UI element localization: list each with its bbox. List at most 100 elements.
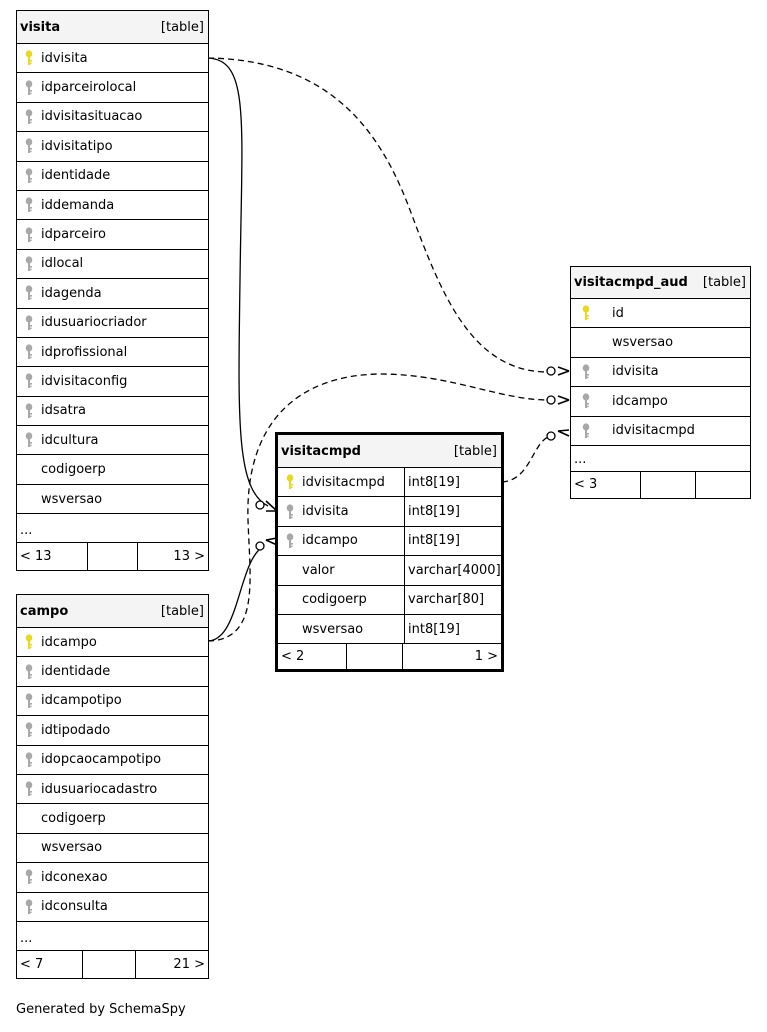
column-name: codigoerp [302,592,367,608]
column-row[interactable]: identidade [17,162,208,191]
column-row[interactable]: identidade [17,657,208,687]
column-row[interactable]: idconexao [17,863,208,893]
column-row[interactable]: wsversao [571,328,750,358]
foreign-key-icon [17,315,41,331]
column-name: idvisitatipo [41,138,113,154]
column-name: identidade [41,664,111,680]
column-row[interactable]: id [571,299,750,329]
column-name: idvisitaconfig [41,373,128,389]
foreign-key-icon [17,109,41,125]
column-row[interactable]: idvisitasituacao [17,103,208,133]
foreign-key-icon [17,226,41,243]
column-name: idsatra [41,403,87,419]
column-row[interactable]: idtipodado [17,716,208,746]
column-name: idvisitacmpd [302,474,385,490]
column-row[interactable]: idcampo [571,387,750,417]
table-header[interactable]: visitacmpd_aud [table] [571,267,750,299]
column-row[interactable]: idparceirolocal [17,73,208,103]
table-name: visita [20,19,61,35]
column-row[interactable]: idvisitatipo [17,132,208,162]
column-row[interactable]: idprofissional [17,338,208,368]
footer-middle [641,471,696,498]
column-name: idcampotipo [41,693,122,709]
parents-count[interactable]: < 7 [17,950,83,978]
foreign-key-icon [17,752,41,768]
column-name: idparceiro [41,227,106,243]
table-header[interactable]: visitacmpd [table] [278,435,501,468]
parents-count[interactable]: < 13 [17,543,88,571]
generated-by-label: Generated by SchemaSpy [16,1002,186,1017]
column-row[interactable]: codigoerp [17,804,208,834]
column-row[interactable]: idvisitacmpd [571,417,750,446]
table-header[interactable]: campo [table] [17,595,208,628]
children-count[interactable]: 21 > [173,956,205,972]
column-row[interactable]: idparceiro [17,220,208,250]
table-campo[interactable]: campo [table] idcampo identidade idcampoti… [16,594,209,979]
column-row[interactable]: idusuariocriador [17,309,208,338]
table-footer: < 7 21 > [17,950,208,978]
column-name: idcampo [302,533,358,549]
column-name: idprofissional [41,344,128,360]
column-row[interactable]: idusuariocadastro [17,775,208,805]
column-row[interactable]: idopcaocampotipo [17,746,208,775]
column-name: idvisitacmpd [612,423,695,439]
column-row[interactable]: idcultura [17,426,208,456]
edge-end-crowfoot [557,366,570,376]
column-row[interactable]: wsversao [17,834,208,864]
parents-count[interactable]: < 2 [278,644,347,670]
table-footer: < 3 [571,471,750,498]
children-count[interactable]: 1 > [474,649,498,665]
column-name: idopcaocampotipo [41,752,162,768]
table-name: visitacmpd_aud [574,275,688,290]
column-row[interactable]: iddemanda [17,191,208,221]
column-row[interactable]: idvisita [17,44,208,74]
column-row[interactable]: idagenda [17,279,208,309]
column-name: idusuariocadastro [41,781,158,797]
column-name: wsversao [41,840,103,856]
table-header[interactable]: visita [table] [17,11,208,44]
children-count[interactable] [696,472,750,498]
column-row[interactable]: idvisitaconfig [17,367,208,397]
column-row[interactable]: idvisita [571,358,750,388]
column-row[interactable]: codigoerp [17,455,208,485]
foreign-key-icon [17,663,41,680]
parents-count[interactable]: < 3 [571,471,641,498]
foreign-key-icon [278,503,302,520]
edge-visita-visitacmpd [207,57,269,507]
footer-middle [88,543,138,571]
column-row[interactable]: idconsulta [17,893,208,922]
column-row[interactable]: idsatra [17,397,208,427]
column-row[interactable]: idlocal [17,250,208,280]
foreign-key-icon [17,722,41,738]
table-footer: < 2 1 > [278,644,501,670]
column-name: idvisita [302,504,349,520]
edge-end-circle [255,500,265,510]
column-row[interactable]: idcampo [17,628,208,658]
primary-key-icon [571,305,601,321]
children-count[interactable]: 13 > [173,549,205,565]
column-type: int8[19] [404,614,501,644]
edge-end-circle [546,366,556,376]
primary-key-icon [17,50,41,66]
foreign-key-icon [17,869,41,885]
column-type: varchar[4000] [404,556,501,585]
foreign-key-icon [17,693,41,709]
column-name: idcultura [41,432,99,448]
foreign-key-icon [17,899,41,915]
column-name: wsversao [41,491,103,507]
column-row[interactable]: wsversao [17,485,208,515]
column-row[interactable]: idcampotipo [17,687,208,717]
edge-end-crowfoot [557,395,570,405]
